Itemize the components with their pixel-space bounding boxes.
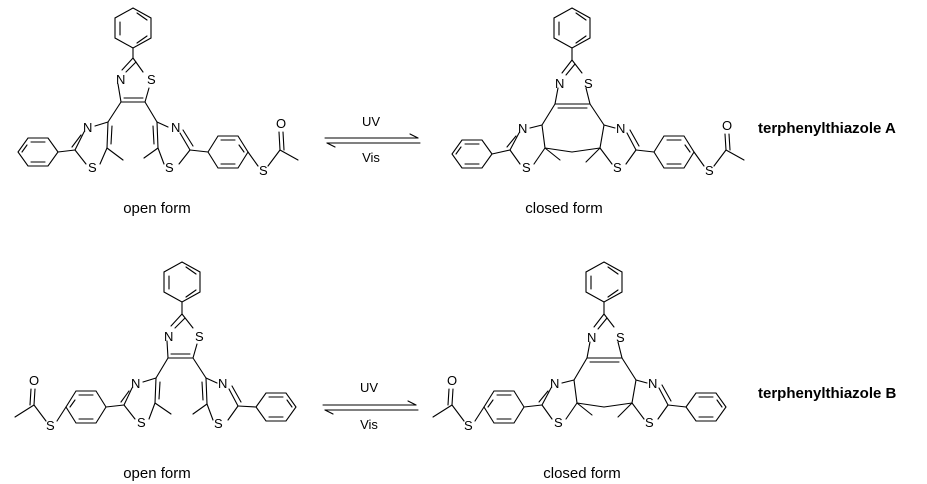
atom-n: N — [616, 121, 625, 136]
atom-n: N — [171, 120, 180, 135]
atom-n: N — [555, 76, 564, 91]
uv-condition: UV — [360, 380, 378, 395]
atom-s: S — [554, 415, 563, 430]
atom-s: S — [645, 415, 654, 430]
atom-s: S — [584, 76, 593, 91]
atom-s: S — [259, 163, 268, 178]
atom-s: S — [46, 418, 55, 433]
atom-n: N — [518, 121, 527, 136]
atom-s: S — [464, 418, 473, 433]
atom-n: N — [218, 376, 227, 391]
atom-s: S — [147, 72, 156, 87]
atom-o: O — [276, 116, 286, 131]
atom-s: S — [214, 416, 223, 431]
compound-title-a: terphenylthiazole A — [758, 120, 896, 137]
atom-n: N — [131, 376, 140, 391]
atom-o: O — [29, 373, 39, 388]
compound-title-b: terphenylthiazole B — [758, 385, 897, 402]
molecule-a-open: N S N S N S S O — [17, 7, 299, 178]
equilibrium-arrows — [322, 400, 419, 415]
atom-n: N — [164, 329, 173, 344]
atom-o: O — [722, 118, 732, 133]
atom-n: N — [648, 376, 657, 391]
atom-s: S — [165, 160, 174, 175]
atom-n: N — [550, 376, 559, 391]
molecule-b-closed: N S N S N S S O — [432, 261, 727, 433]
equilibrium-arrows — [324, 133, 421, 148]
open-form-label: open form — [123, 200, 191, 217]
atom-n: N — [83, 120, 92, 135]
atom-n: N — [116, 72, 125, 87]
uv-condition: UV — [362, 114, 380, 129]
atom-s: S — [88, 160, 97, 175]
atom-n: N — [587, 330, 596, 345]
closed-form-label: closed form — [525, 200, 603, 217]
atom-s: S — [705, 163, 714, 178]
atom-s: S — [137, 415, 146, 430]
open-form-label: open form — [123, 465, 191, 482]
molecule-b-open: N S N S N S S O — [14, 261, 297, 433]
atom-s: S — [195, 329, 204, 344]
atom-s: S — [522, 160, 531, 175]
atom-o: O — [447, 373, 457, 388]
atom-s: S — [616, 330, 625, 345]
vis-condition: Vis — [360, 417, 378, 432]
molecule-a-closed: N S N S N S S O — [451, 7, 745, 178]
atom-s: S — [613, 160, 622, 175]
closed-form-label: closed form — [543, 465, 621, 482]
vis-condition: Vis — [362, 150, 380, 165]
